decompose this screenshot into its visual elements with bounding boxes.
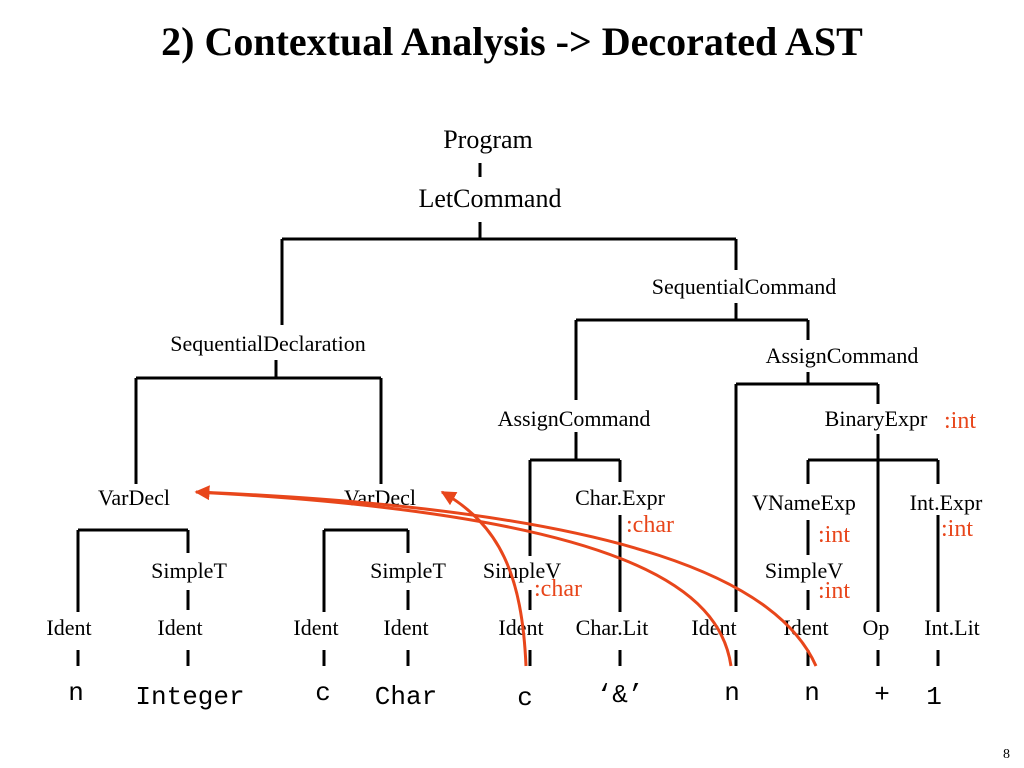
tree-nodes: Program LetCommand SequentialDeclaration…: [46, 125, 983, 640]
node-ident-4: Ident: [383, 615, 428, 640]
token-8: n: [804, 678, 820, 708]
node-var-decl-1: VarDecl: [98, 485, 170, 510]
node-sequential-command: SequentialCommand: [652, 274, 837, 299]
page-number: 8: [1003, 747, 1010, 762]
slide-title: 2) Contextual Analysis -> Decorated AST: [161, 19, 863, 64]
node-ident-3: Ident: [293, 615, 338, 640]
token-1: n: [68, 678, 84, 708]
node-sequential-declaration: SequentialDeclaration: [170, 331, 365, 356]
token-6: ‘&’: [597, 680, 644, 710]
node-char-lit: Char.Lit: [576, 615, 649, 640]
node-let-command: LetCommand: [419, 184, 562, 213]
anno-simple-v-2-type: :int: [818, 578, 850, 604]
anno-char-expr-type: :char: [626, 512, 674, 538]
anno-vname-exp-type: :int: [818, 522, 850, 548]
node-ident-2: Ident: [157, 615, 202, 640]
arrow-c-to-vardecl-2: [440, 490, 528, 667]
token-5: c: [517, 683, 533, 713]
node-ident-1: Ident: [46, 615, 91, 640]
node-int-expr: Int.Expr: [910, 490, 983, 515]
token-9: +: [874, 680, 890, 710]
anno-simple-v-1-type: :char: [534, 576, 582, 602]
arrow-n-to-vardecl-1-b: [195, 490, 818, 667]
node-int-lit: Int.Lit: [924, 615, 980, 640]
node-binary-expr: BinaryExpr: [825, 406, 928, 431]
node-ident-6: Ident: [691, 615, 736, 640]
node-simple-t-2: SimpleT: [370, 558, 446, 583]
token-3: c: [315, 678, 331, 708]
node-simple-v-2: SimpleV: [765, 558, 843, 583]
anno-int-expr-type: :int: [941, 516, 973, 542]
node-simple-v-1: SimpleV: [483, 558, 561, 583]
tree-edges: [76, 163, 940, 666]
node-assign-command-left: AssignCommand: [498, 406, 651, 431]
anno-binary-expr-type: :int: [944, 408, 976, 434]
type-annotations: :int :char :char :int :int :int: [534, 408, 976, 604]
arrow-n-to-vardecl-1-a: [194, 485, 733, 667]
node-program: Program: [443, 125, 533, 154]
node-op: Op: [863, 615, 890, 640]
node-simple-t-1: SimpleT: [151, 558, 227, 583]
node-assign-command-right: AssignCommand: [766, 343, 919, 368]
source-tokens: n Integer c Char c ‘&’ n n + 1: [68, 678, 942, 713]
token-10: 1: [926, 682, 942, 712]
token-7: n: [724, 678, 740, 708]
node-vname-exp: VNameExp: [752, 490, 856, 515]
reference-arrows: [194, 485, 818, 667]
token-4: Char: [375, 682, 437, 712]
token-2: Integer: [135, 682, 244, 712]
node-char-expr: Char.Expr: [575, 485, 665, 510]
